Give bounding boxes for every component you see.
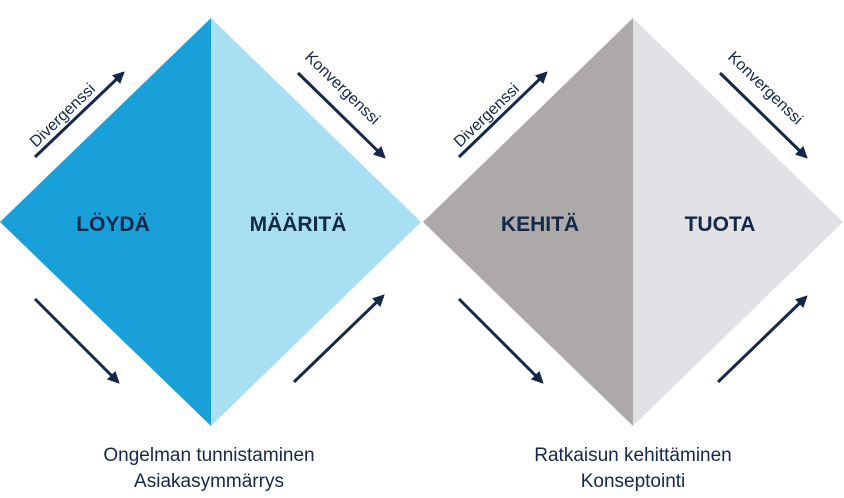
phase-label-discover: LÖYDÄ — [76, 213, 150, 236]
phase-label-develop: KEHITÄ — [501, 213, 579, 236]
caption-line1: Ongelman tunnistaminen — [103, 445, 314, 466]
diamond-problem: LÖYDÄ MÄÄRITÄ Divergenssi Konvergenssi O… — [0, 18, 421, 492]
divergence-arrow-up — [457, 71, 548, 159]
divergence-arrow-down — [33, 297, 120, 384]
caption-line1: Ratkaisun kehittäminen — [534, 445, 732, 466]
develop-half — [423, 18, 633, 426]
discover-half — [0, 18, 211, 426]
divergence-arrow-up — [33, 71, 125, 159]
define-half — [211, 18, 421, 426]
convergence-arrow-up — [716, 295, 808, 384]
diamond-solution: KEHITÄ TUOTA Divergenssi Konvergenssi Ra… — [423, 18, 843, 492]
divergence-arrow-down — [457, 297, 544, 384]
convergence-arrow-down — [718, 71, 808, 159]
convergence-arrow-down — [296, 71, 386, 159]
caption-line2: Asiakasymmärrys — [134, 471, 284, 492]
deliver-half — [633, 18, 843, 426]
convergence-arrow-up — [292, 294, 385, 384]
phase-label-deliver: TUOTA — [685, 213, 756, 236]
caption-line2: Konseptointi — [581, 471, 686, 492]
phase-label-define: MÄÄRITÄ — [250, 213, 347, 236]
